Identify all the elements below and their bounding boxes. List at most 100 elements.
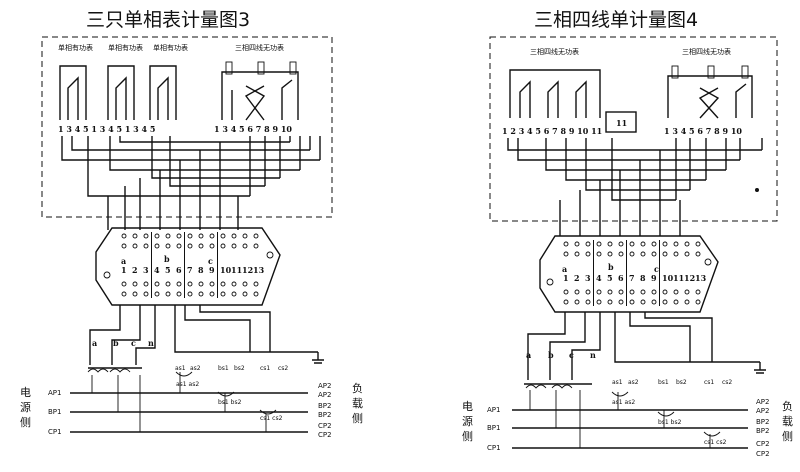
junction-terminal [220, 233, 226, 239]
load-side-1: 负 [352, 381, 363, 395]
junction-terminal [662, 289, 668, 295]
r-out-bp2-b: BP2 [756, 427, 769, 435]
reactive-meter-3 [221, 61, 299, 121]
meter-bus-lines [61, 136, 321, 230]
junction-terminal [640, 241, 646, 247]
r-terminals-right: 1 3 4 5 6 7 8 9 10 [664, 126, 742, 136]
junction-terminal [684, 299, 690, 305]
r-ct-label-n: n [590, 350, 596, 360]
out-cp2-a: CP2 [318, 422, 332, 430]
junction-terminal [154, 291, 160, 297]
r-ct-label-b: b [548, 350, 554, 360]
meter-label-2: 单相有功表 [108, 43, 143, 52]
junction-terminal [684, 251, 690, 257]
meter-terminals-left: 1 3 4 5 1 3 4 5 1 3 4 5 [58, 124, 155, 134]
center-box-label: 11 [616, 118, 627, 128]
junction-terminal [242, 243, 248, 249]
junction-terminal [121, 243, 127, 249]
junction-terminal [618, 299, 624, 305]
junction-terminal [629, 251, 635, 257]
junction-terminal [253, 243, 259, 249]
junction-terminal [651, 241, 657, 247]
junction-terminal [198, 243, 204, 249]
junction-number: 4 [596, 273, 602, 283]
junction-terminal [629, 299, 635, 305]
junction-terminal [673, 299, 679, 305]
junction-terminal [187, 243, 193, 249]
main-lines-3 [70, 372, 308, 433]
junction-terminal [574, 251, 580, 257]
reactive-meter-a: 11 [509, 69, 637, 133]
junction-number: 1 [563, 273, 569, 283]
junction-number: 10 [220, 265, 232, 275]
r-ct-label-a: a [526, 350, 531, 360]
junction-number: 1 [121, 265, 127, 275]
junction-terminal [563, 241, 569, 247]
sec-bs1: bs1 [218, 365, 229, 372]
junction-terminal [585, 251, 591, 257]
junction-terminal [231, 233, 237, 239]
meter-label-1: 单相有功表 [58, 43, 93, 52]
meter-label-3: 单相有功表 [153, 43, 188, 52]
junction-terminal [165, 281, 171, 287]
junction-terminal [673, 289, 679, 295]
r-out-cp2-b: CP2 [756, 450, 770, 458]
junction-terminal [209, 233, 215, 239]
junction-terminal [662, 241, 668, 247]
junction-number: 9 [209, 265, 215, 275]
sec-bs2: bs2 [234, 365, 245, 372]
ct-label-b: b [113, 338, 119, 348]
r-lower-a: as1 as2 [612, 399, 635, 406]
lower-b: bs1 bs2 [218, 399, 242, 406]
load-side-2: 载 [352, 397, 363, 410]
junction-terminal [253, 291, 259, 297]
phase-b-label: b [164, 254, 170, 264]
current-transformers-3: a b c n as1 as2 bs1 bs2 cs1 cs2 as1 as2 … [87, 305, 324, 422]
junction-terminal [585, 241, 591, 247]
meter-label-4: 三相四线无功表 [235, 43, 284, 52]
junction-terminal [154, 243, 160, 249]
diagram-4: 三相四线单计量图4 三相四线无功表 三相四线无功表 11 1 2 3 4 5 6… [462, 9, 793, 458]
ct-label-c: c [131, 338, 136, 348]
r-out-cp2-a: CP2 [756, 440, 770, 448]
junction-terminal [607, 251, 613, 257]
junction-terminal [242, 291, 248, 297]
r-sec-cs2: cs2 [722, 379, 732, 386]
junction-number: 2 [574, 273, 580, 283]
junction-terminal [585, 289, 591, 295]
r-lower-b: bs1 bs2 [658, 419, 682, 426]
r-in-bp1: BP1 [487, 424, 500, 432]
junction-terminal [231, 291, 237, 297]
out-bp2-b: BP2 [318, 411, 331, 419]
sec-cs1: cs1 [260, 365, 270, 372]
junction-terminal [132, 233, 138, 239]
junction-terminal [607, 241, 613, 247]
junction-terminal [695, 299, 701, 305]
junction-terminal [618, 241, 624, 247]
junction-terminal [187, 233, 193, 239]
r-lower-c: cs1 cs2 [704, 439, 727, 446]
junction-terminal [629, 289, 635, 295]
junction-number: 3 [143, 265, 149, 275]
junction-terminal [198, 281, 204, 287]
junction-terminal [607, 289, 613, 295]
r-source-side-3: 侧 [462, 430, 473, 443]
junction-terminal [640, 289, 646, 295]
junction-terminal [596, 241, 602, 247]
junction-terminal [220, 291, 226, 297]
junction-terminal [132, 243, 138, 249]
junction-terminal [563, 289, 569, 295]
junction-terminal [607, 299, 613, 305]
junction-number: 12 [242, 265, 253, 275]
junction-terminal [154, 233, 160, 239]
junction-terminal [662, 251, 668, 257]
junction-terminal [563, 251, 569, 257]
out-ap2-b: AP2 [318, 391, 331, 399]
single-phase-meters [59, 65, 177, 120]
junction-terminal [640, 251, 646, 257]
junction-terminal [574, 299, 580, 305]
junction-terminal [121, 233, 127, 239]
junction-terminal [253, 233, 259, 239]
